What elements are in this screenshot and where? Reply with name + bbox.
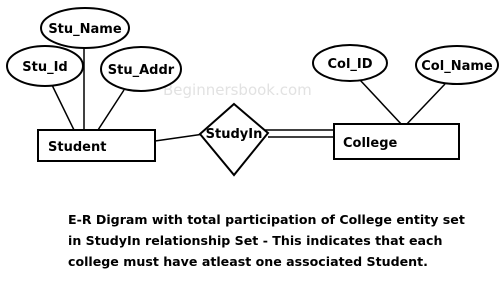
watermark-text: Beginnersbook.com bbox=[163, 81, 312, 99]
attribute-col-name-shape bbox=[415, 45, 499, 85]
attribute-stu-name-shape bbox=[40, 7, 130, 49]
entity-student-label: Student bbox=[48, 140, 106, 155]
attribute-col-name-label: Col_Name bbox=[421, 59, 493, 74]
attribute-stu-id: Stu_Id bbox=[6, 45, 84, 87]
attribute-stu-name-label: Stu_Name bbox=[48, 22, 122, 37]
attribute-col-name: Col_Name bbox=[415, 45, 499, 85]
attribute-col-id-shape bbox=[312, 44, 388, 82]
attribute-stu-addr: Stu_Addr bbox=[100, 46, 182, 92]
entity-student-box bbox=[37, 129, 156, 162]
connector-student-studyin bbox=[154, 133, 205, 142]
attribute-stu-id-shape bbox=[6, 45, 84, 87]
connector-stu-id-student bbox=[51, 84, 75, 131]
entity-college: College bbox=[333, 123, 460, 160]
attribute-stu-id-label: Stu_Id bbox=[22, 60, 67, 75]
caption-line: college must have atleast one associated… bbox=[68, 254, 428, 269]
attribute-col-id-label: Col_ID bbox=[327, 57, 372, 72]
caption-line: E-R Digram with total participation of C… bbox=[68, 212, 465, 227]
relationship-studyin-label: StudyIn bbox=[206, 127, 263, 142]
connector-col-id-college bbox=[359, 79, 404, 127]
relationship-studyin: StudyIn bbox=[198, 102, 270, 177]
attribute-stu-name: Stu_Name bbox=[40, 7, 130, 49]
attribute-col-id: Col_ID bbox=[312, 44, 388, 82]
entity-college-label: College bbox=[343, 136, 398, 151]
attribute-stu-addr-shape bbox=[100, 46, 182, 92]
diagram-caption: E-R Digram with total participation of C… bbox=[68, 209, 498, 272]
entity-college-box bbox=[333, 123, 460, 160]
connector-stu-addr-student bbox=[97, 89, 125, 131]
connector-col-name-college bbox=[404, 83, 446, 127]
entity-student: Student bbox=[37, 129, 156, 162]
attribute-stu-addr-label: Stu_Addr bbox=[108, 63, 175, 78]
relationship-studyin-diamond bbox=[198, 102, 270, 177]
caption-line: in StudyIn relationship Set - This indic… bbox=[68, 233, 443, 248]
